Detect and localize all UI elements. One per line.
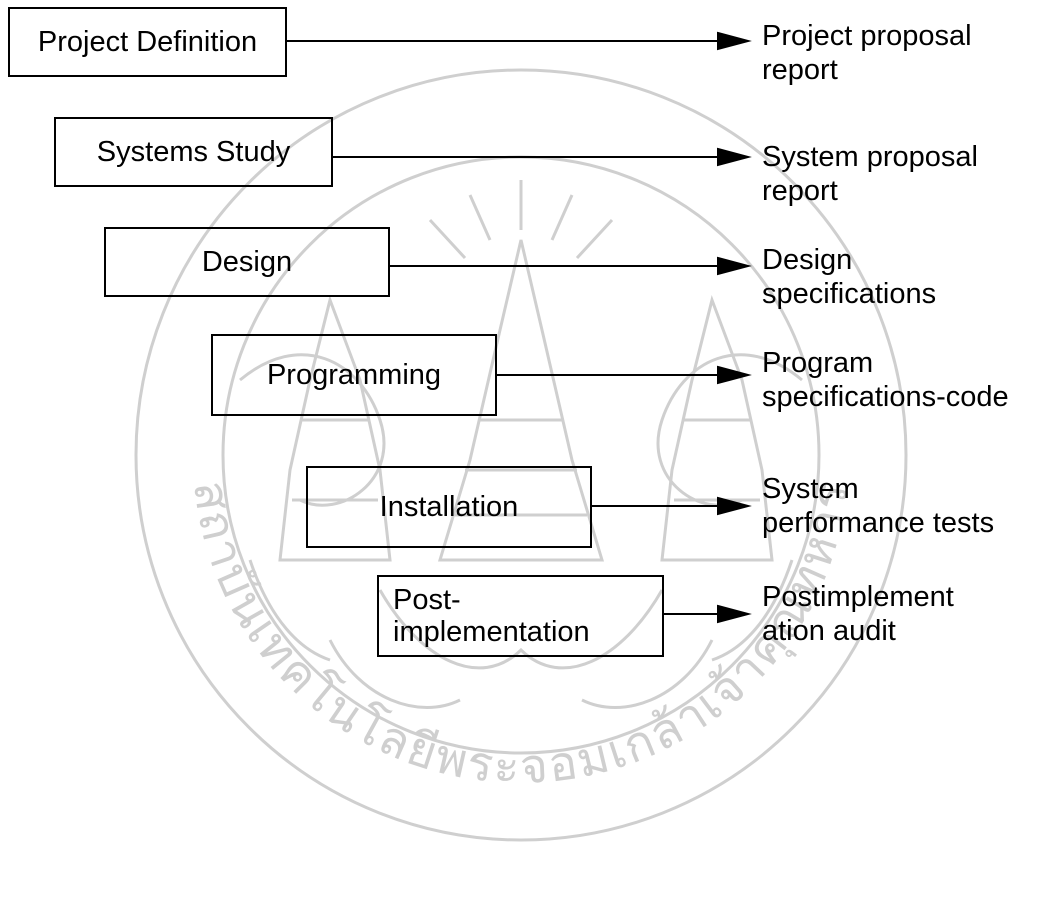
stage-box-systems-study: Systems Study [54,117,333,187]
stage-label-systems-study: Systems Study [96,135,291,168]
stage-label-post-implementation: Post- implementation [393,583,590,648]
stage-label-installation: Installation [379,490,519,523]
arrowhead-programming [717,365,752,385]
output-label-post-implementation: Postimplement ation audit [762,581,954,647]
output-label-systems-study: System proposal report [762,141,978,207]
output-label-design: Design specifications [762,244,937,310]
stage-box-post-implementation: Post- implementation [377,575,664,657]
stage-box-design: Design [104,227,390,297]
arrowhead-installation [717,496,752,516]
arrowhead-systems-study [717,147,752,167]
stage-label-project-definition: Project Definition [37,25,258,58]
arrowhead-project-definition [717,31,752,51]
output-label-installation: System performance tests [762,473,995,539]
arrowhead-design [717,256,752,276]
arrowhead-post-implementation [717,604,752,624]
stage-box-project-definition: Project Definition [8,7,287,77]
output-label-project-definition: Project proposal report [762,20,972,86]
stage-label-programming: Programming [266,358,442,391]
stage-box-installation: Installation [306,466,592,548]
stage-label-design: Design [201,245,293,278]
stage-box-programming: Programming [211,334,497,416]
output-label-programming: Program specifications-code [762,347,1009,413]
